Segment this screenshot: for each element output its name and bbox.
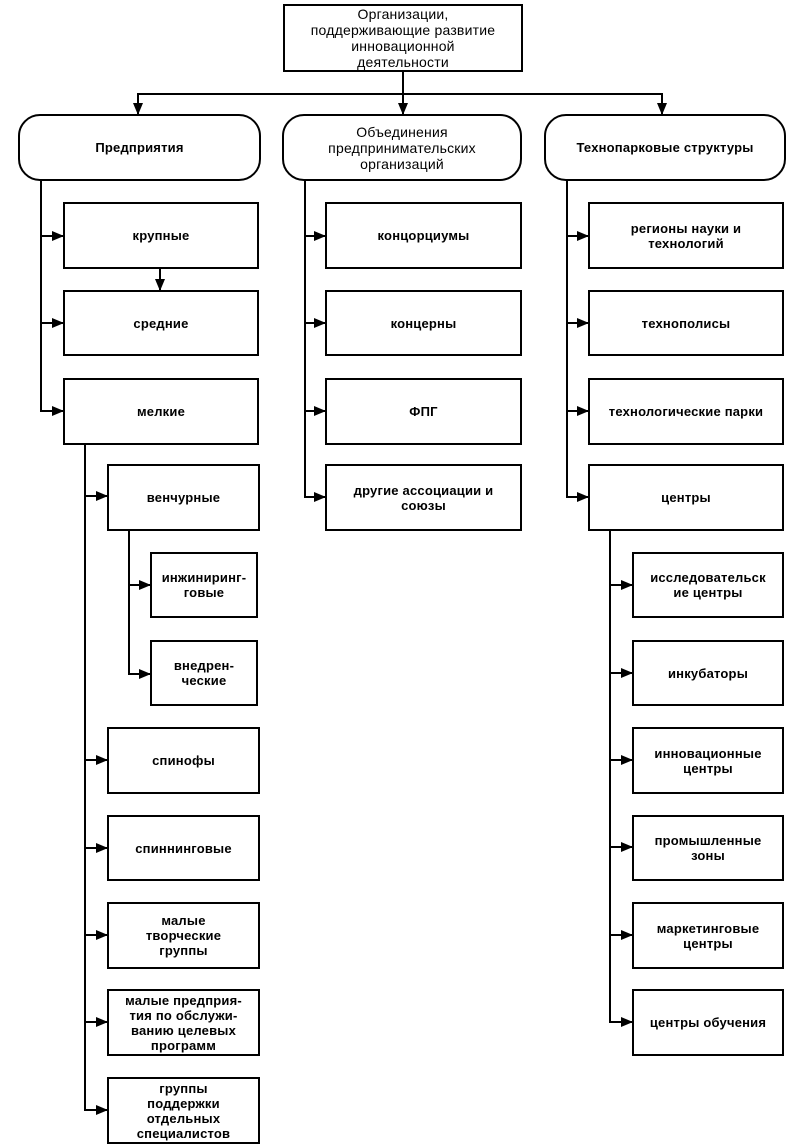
node-technopolises-label: технополисы bbox=[641, 315, 731, 331]
root-label: Организации, поддерживающие развитие инн… bbox=[310, 6, 496, 70]
node-concerns-label: концерны bbox=[390, 315, 457, 331]
node-fpg-label: ФПГ bbox=[409, 404, 438, 419]
node-target-programs: малые предприя- тия по обслужи- ванию це… bbox=[107, 989, 260, 1056]
node-venture-label: венчурные bbox=[146, 490, 221, 505]
node-creative-groups: малые творческие группы bbox=[107, 902, 260, 969]
node-specialist-support: группы поддержки отдельных специалистов bbox=[107, 1077, 260, 1144]
node-innovation-centers-label: инновационные центры bbox=[654, 745, 762, 776]
node-marketing-centers-label: маркетинговые центры bbox=[656, 920, 760, 951]
node-medium: средние bbox=[63, 290, 259, 356]
node-specialist-support-label: группы поддержки отдельных специалистов bbox=[136, 1080, 231, 1141]
root-node: Организации, поддерживающие развитие инн… bbox=[283, 4, 523, 72]
node-spinning-label: спиннинговые bbox=[135, 840, 232, 856]
node-regions-label: регионы науки и технологий bbox=[630, 220, 742, 251]
node-venture: венчурные bbox=[107, 464, 260, 531]
node-implementation: внедрен- ческие bbox=[150, 640, 258, 706]
node-centers: центры bbox=[588, 464, 784, 531]
node-research-centers-label: исследовательск ие центры bbox=[650, 570, 766, 600]
node-engineering-label: инжиниринг- говые bbox=[161, 570, 247, 600]
node-technopolises: технополисы bbox=[588, 290, 784, 356]
category-technopark: Технопарковые структуры bbox=[544, 114, 786, 181]
node-spinning: спиннинговые bbox=[107, 815, 260, 881]
node-marketing-centers: маркетинговые центры bbox=[632, 902, 784, 969]
node-engineering: инжиниринг- говые bbox=[150, 552, 258, 618]
node-other-associations-label: другие ассоциации и союзы bbox=[353, 482, 494, 513]
node-consortia-label: концорциумы bbox=[377, 228, 470, 243]
node-research-centers: исследовательск ие центры bbox=[632, 552, 784, 618]
node-tech-parks-label: технологические парки bbox=[608, 404, 764, 419]
node-regions: регионы науки и технологий bbox=[588, 202, 784, 269]
category-associations-label: Объединения предпринимательских организа… bbox=[328, 123, 476, 172]
node-incubators: инкубаторы bbox=[632, 640, 784, 706]
node-large: крупные bbox=[63, 202, 259, 269]
node-small: мелкие bbox=[63, 378, 259, 445]
node-spinoffs: спинофы bbox=[107, 727, 260, 794]
node-innovation-centers: инновационные центры bbox=[632, 727, 784, 794]
node-centers-label: центры bbox=[661, 490, 711, 505]
node-spinoffs-label: спинофы bbox=[152, 753, 215, 768]
node-training-centers-label: центры обучения bbox=[649, 1015, 767, 1030]
node-implementation-label: внедрен- ческие bbox=[173, 658, 235, 688]
category-technopark-label: Технопарковые структуры bbox=[576, 140, 754, 155]
node-tech-parks: технологические парки bbox=[588, 378, 784, 445]
node-target-programs-label: малые предприя- тия по обслужи- ванию це… bbox=[125, 992, 242, 1053]
node-concerns: концерны bbox=[325, 290, 522, 356]
node-creative-groups-label: малые творческие группы bbox=[145, 913, 222, 958]
node-incubators-label: инкубаторы bbox=[667, 665, 749, 681]
node-small-label: мелкие bbox=[136, 404, 186, 419]
node-large-label: крупные bbox=[132, 228, 190, 243]
node-industrial-zones: промышленные зоны bbox=[632, 815, 784, 881]
category-associations: Объединения предпринимательских организа… bbox=[282, 114, 522, 181]
node-industrial-zones-label: промышленные зоны bbox=[654, 833, 762, 863]
node-other-associations: другие ассоциации и союзы bbox=[325, 464, 522, 531]
category-enterprises-label: Предприятия bbox=[95, 140, 184, 155]
category-enterprises: Предприятия bbox=[18, 114, 261, 181]
node-training-centers: центры обучения bbox=[632, 989, 784, 1056]
node-fpg: ФПГ bbox=[325, 378, 522, 445]
node-medium-label: средние bbox=[133, 315, 189, 331]
node-consortia: концорциумы bbox=[325, 202, 522, 269]
